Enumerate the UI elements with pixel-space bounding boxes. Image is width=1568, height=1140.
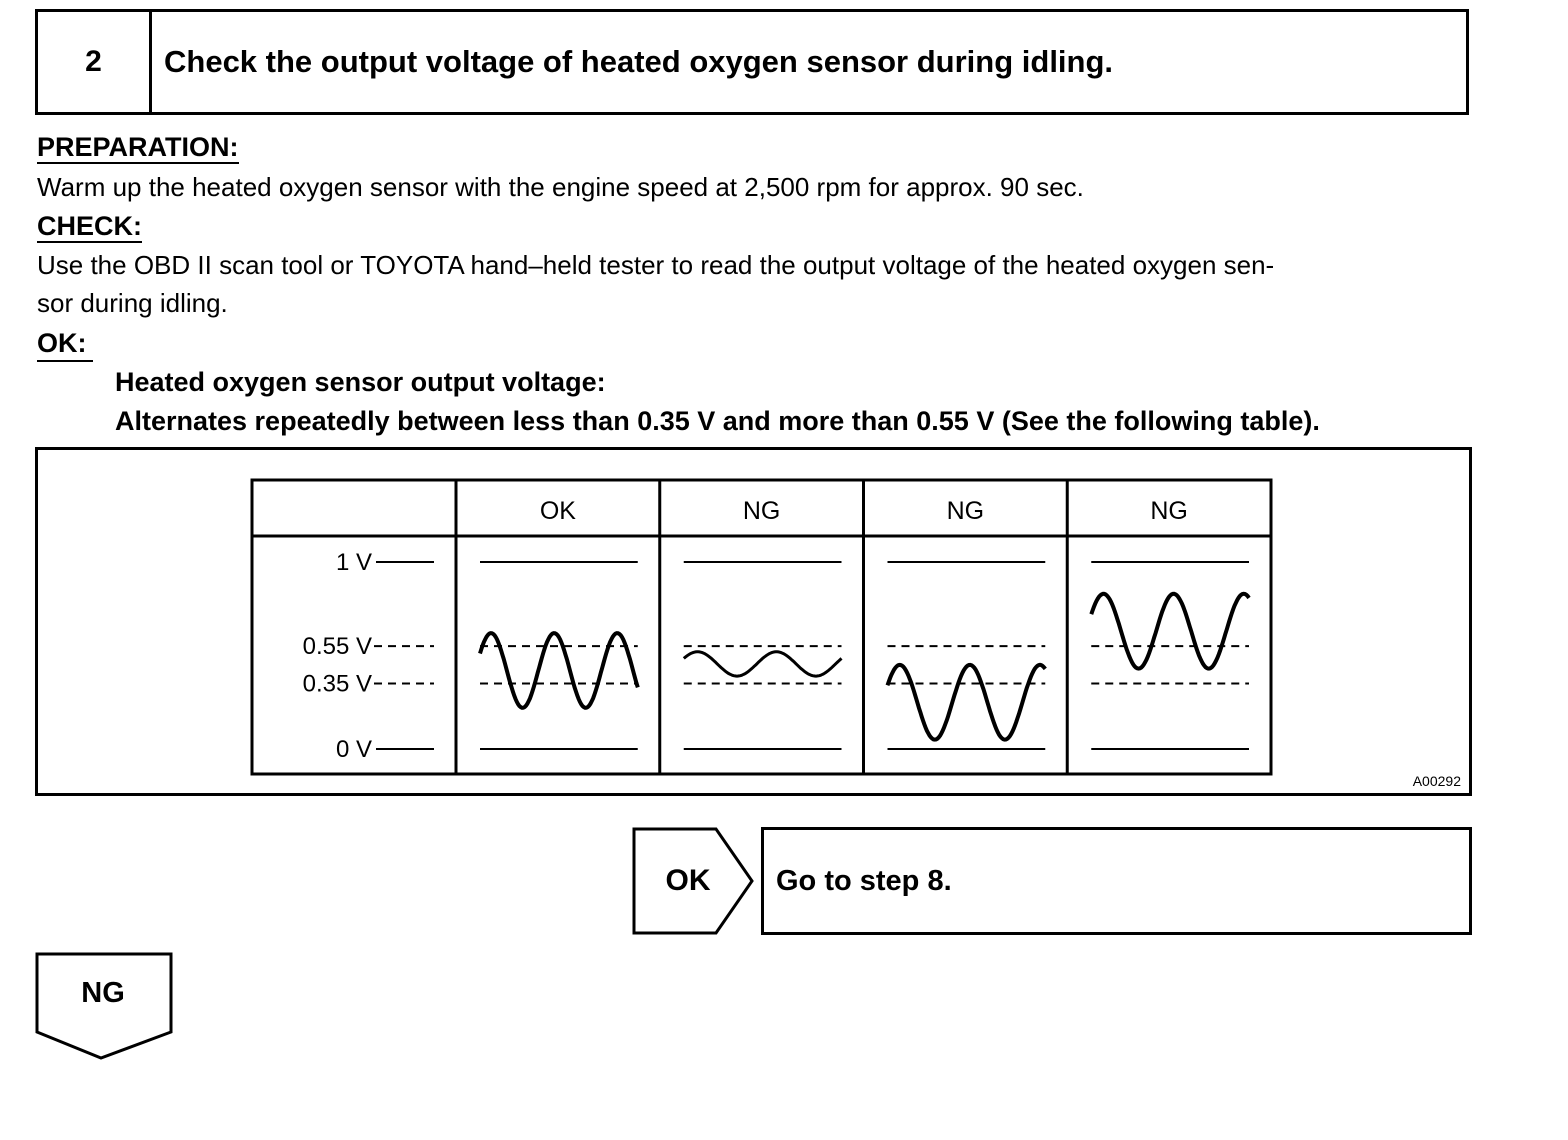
ok-heading: OK:	[37, 326, 93, 362]
column-header: NG	[743, 497, 781, 525]
voltage-level-label: 0 V	[336, 736, 372, 763]
preparation-text: Warm up the heated oxygen sensor with th…	[37, 172, 1084, 202]
waveform-table: 1 V 0.55 V 0.35 V 0 V OK NG NG NG	[250, 478, 1273, 776]
voltage-level-label: 0.55 V	[303, 633, 372, 660]
voltage-waveform-figure: 1 V 0.55 V 0.35 V 0 V OK NG NG NG A00292	[35, 447, 1472, 796]
ok-spec-line2: Alternates repeatedly between less than …	[115, 406, 1320, 436]
ng-arrow-shape	[35, 952, 173, 1060]
ok-result-label: OK	[665, 864, 711, 897]
sensor-waveform	[1089, 591, 1251, 671]
ok-arrow-shape	[632, 827, 754, 935]
step-header: 2 Check the output voltage of heated oxy…	[35, 9, 1469, 115]
sensor-waveform	[885, 662, 1047, 742]
ok-spec-line1: Heated oxygen sensor output voltage:	[115, 367, 606, 397]
check-text-line1: Use the OBD II scan tool or TOYOTA hand–…	[37, 250, 1275, 280]
sensor-waveform	[478, 631, 640, 710]
step-title: Check the output voltage of heated oxyge…	[164, 44, 1114, 79]
go-to-step-box: Go to step 8.	[761, 827, 1472, 935]
check-heading: CHECK:	[37, 211, 142, 243]
sensor-waveform	[682, 650, 843, 678]
column-header: NG	[947, 497, 985, 525]
figure-code: A00292	[1412, 773, 1461, 789]
column-header: NG	[1150, 497, 1188, 525]
ng-result-label: NG	[81, 976, 125, 1009]
step-number: 2	[38, 12, 152, 112]
voltage-level-label: 1 V	[336, 549, 372, 576]
preparation-heading: PREPARATION:	[37, 132, 239, 164]
check-text-line2: sor during idling.	[37, 288, 228, 318]
table-border	[250, 478, 1273, 776]
voltage-level-label: 0.35 V	[303, 671, 372, 698]
go-to-step-text: Go to step 8.	[776, 864, 952, 897]
column-header: OK	[540, 497, 576, 525]
